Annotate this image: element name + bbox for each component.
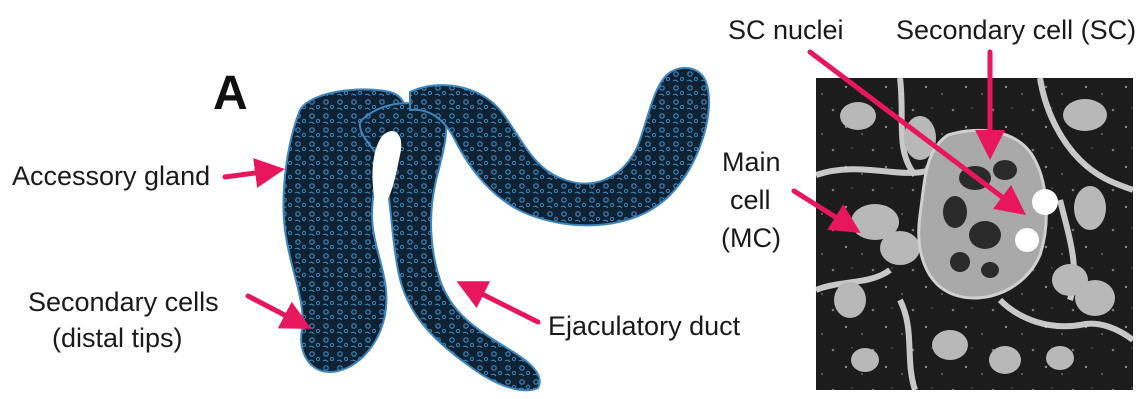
label-sc-nuclei: SC nuclei bbox=[728, 14, 844, 46]
label-accessory-gland: Accessory gland bbox=[12, 160, 210, 192]
sc-nucleus-1 bbox=[1032, 189, 1058, 215]
arrow-accessory-gland bbox=[225, 171, 270, 177]
micrograph-panel bbox=[816, 78, 1133, 390]
label-secondary-cells-line2: (distal tips) bbox=[52, 322, 183, 354]
label-secondary-cell: Secondary cell (SC) bbox=[896, 14, 1136, 46]
arrow-secondary-cells bbox=[248, 296, 298, 322]
label-secondary-cells-line1: Secondary cells bbox=[28, 286, 219, 318]
right-gland-lobe bbox=[410, 68, 709, 226]
label-main-cell-line2: cell bbox=[730, 184, 771, 216]
arrow-ejaculatory-duct bbox=[470, 288, 538, 322]
sc-nucleus-2 bbox=[1015, 228, 1039, 252]
label-main-cell-line1: Main bbox=[722, 146, 781, 178]
panel-letter: A bbox=[213, 66, 248, 121]
label-main-cell-line3: (MC) bbox=[721, 222, 781, 254]
label-ejaculatory-duct: Ejaculatory duct bbox=[548, 310, 740, 342]
